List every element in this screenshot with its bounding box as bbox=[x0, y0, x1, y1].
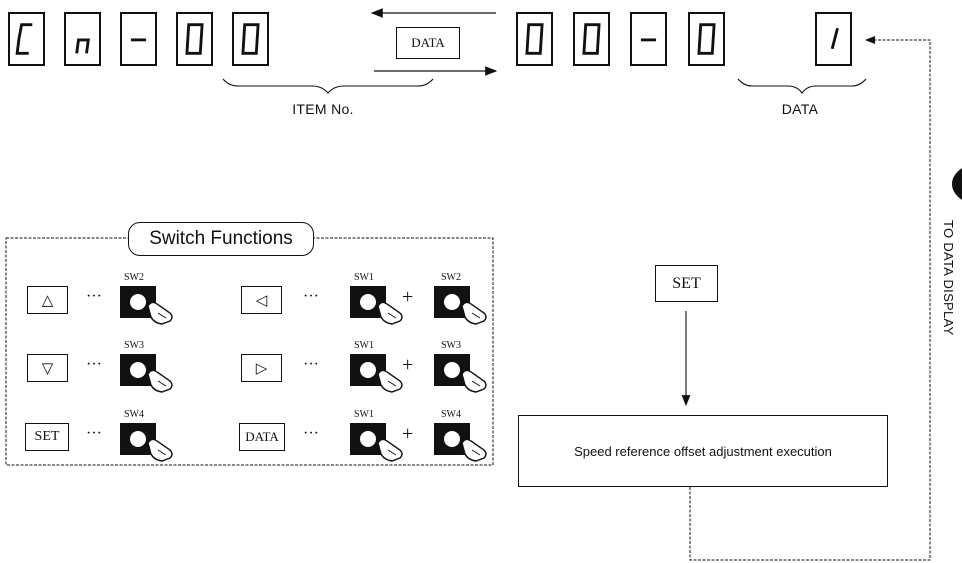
display-digit-right-4 bbox=[688, 12, 725, 66]
sw-label: SW1 bbox=[354, 272, 374, 283]
item-no-brace bbox=[222, 78, 434, 94]
key-down: ▽ bbox=[27, 354, 68, 382]
data-key-top: DATA bbox=[396, 27, 460, 59]
switch-press-icon bbox=[120, 286, 173, 325]
separator-dots: ··· bbox=[86, 356, 102, 373]
execution-box: Speed reference offset adjustment execut… bbox=[518, 415, 888, 487]
separator-dots: ··· bbox=[303, 356, 319, 373]
switch-press-icon bbox=[350, 354, 403, 393]
separator-dots: ··· bbox=[303, 425, 319, 442]
item-no-label: ITEM No. bbox=[292, 101, 354, 117]
display-digit-left-2 bbox=[64, 12, 101, 66]
display-digit-left-3 bbox=[120, 12, 157, 66]
switch-press-icon bbox=[434, 286, 487, 325]
sw-label: SW2 bbox=[124, 272, 144, 283]
sw-label: SW4 bbox=[441, 409, 461, 420]
sw-label: SW4 bbox=[124, 409, 144, 420]
switch-press-icon bbox=[350, 286, 403, 325]
separator-dots: ··· bbox=[86, 288, 102, 305]
display-digit-right-5 bbox=[815, 12, 852, 66]
sw-label: SW2 bbox=[441, 272, 461, 283]
display-digit-left-4 bbox=[176, 12, 213, 66]
sw-label: SW3 bbox=[441, 340, 461, 351]
sw-label: SW1 bbox=[354, 340, 374, 351]
display-digit-right-3 bbox=[630, 12, 667, 66]
switch-press-icon bbox=[434, 354, 487, 393]
display-digit-left-1 bbox=[8, 12, 45, 66]
switch-press-icon bbox=[350, 423, 403, 462]
key-up: △ bbox=[27, 286, 68, 314]
plus-sign: + bbox=[402, 286, 414, 308]
key-right: ▷ bbox=[241, 354, 282, 382]
separator-dots: ··· bbox=[303, 288, 319, 305]
side-tab-mark bbox=[952, 168, 962, 200]
switch-functions-title: Switch Functions bbox=[128, 222, 314, 256]
key-left: ◁ bbox=[241, 286, 282, 314]
display-digit-right-2 bbox=[573, 12, 610, 66]
display-digit-left-5 bbox=[232, 12, 269, 66]
set-key-flow: SET bbox=[655, 265, 718, 302]
separator-dots: ··· bbox=[86, 425, 102, 442]
switch-press-icon bbox=[434, 423, 487, 462]
sw-label: SW1 bbox=[354, 409, 374, 420]
switch-press-icon bbox=[120, 423, 173, 462]
plus-sign: + bbox=[402, 354, 414, 376]
display-digit-right-1 bbox=[516, 12, 553, 66]
plus-sign: + bbox=[402, 423, 414, 445]
key-data: DATA bbox=[239, 423, 285, 451]
switch-press-icon bbox=[120, 354, 173, 393]
key-set: SET bbox=[25, 423, 69, 451]
return-path-line bbox=[689, 36, 931, 561]
sw-label: SW3 bbox=[124, 340, 144, 351]
data-label: DATA bbox=[781, 101, 819, 117]
data-brace bbox=[737, 78, 867, 94]
to-data-display-label: TO DATA DISPLAY bbox=[941, 220, 956, 336]
